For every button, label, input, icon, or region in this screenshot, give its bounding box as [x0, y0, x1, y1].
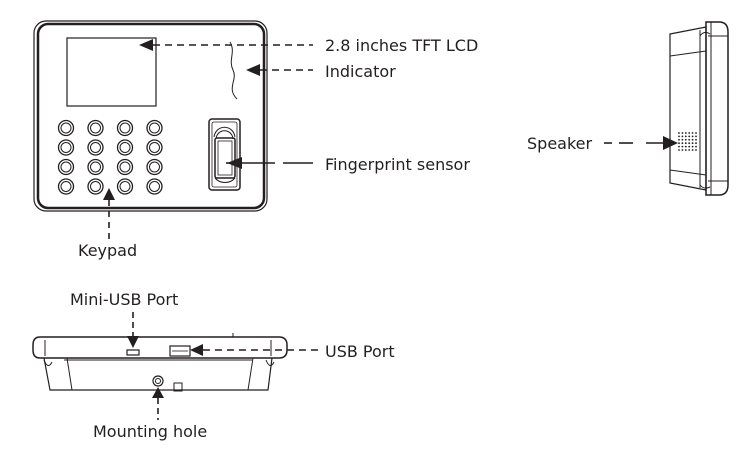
- lcd-screen: [66, 37, 157, 107]
- speaker-hole: [691, 145, 694, 148]
- arrow-icon: [139, 39, 153, 51]
- arrow-icon: [103, 188, 115, 200]
- callout-keypad: Keypad: [78, 188, 137, 260]
- speaker-hole: [681, 142, 684, 145]
- callout-indicator: Indicator: [246, 62, 396, 81]
- speaker-hole: [684, 145, 687, 148]
- mounting-hole: [152, 375, 164, 387]
- speaker-hole: [695, 149, 697, 151]
- callout-lcd: 2.8 inches TFT LCD: [139, 36, 478, 55]
- label-fingerprint: Fingerprint sensor: [325, 155, 470, 174]
- label-lcd: 2.8 inches TFT LCD: [325, 36, 478, 55]
- callout-mounting-hole: Mounting hole: [93, 387, 207, 441]
- callout-speaker: Speaker: [527, 134, 678, 153]
- keypad-button: [146, 119, 163, 137]
- speaker-hole: [688, 135, 691, 138]
- speaker-grille: [678, 132, 697, 151]
- label-mounting-hole: Mounting hole: [93, 422, 207, 441]
- keypad-button: [116, 139, 134, 156]
- device-outer-body: [33, 20, 268, 212]
- arrow-icon: [227, 157, 242, 169]
- arrow-icon: [127, 336, 139, 348]
- label-speaker: Speaker: [527, 134, 593, 153]
- keypad-button: [87, 178, 104, 195]
- bottom-view: Mini-USB Port USB Port Mounting hole: [32, 290, 395, 441]
- speaker-hole: [695, 142, 697, 145]
- speaker-hole: [691, 149, 694, 151]
- speaker-hole: [691, 138, 694, 141]
- device-inner-bezel: [36, 22, 266, 210]
- keypad-button: [146, 178, 163, 195]
- speaker-hole: [684, 132, 687, 134]
- speaker-hole: [681, 149, 684, 151]
- speaker-hole: [688, 149, 691, 151]
- arrow-icon: [152, 387, 164, 398]
- callout-mini-usb: Mini-USB Port: [70, 290, 178, 348]
- fingerprint-sensor: [208, 118, 241, 191]
- speaker-hole: [681, 145, 684, 148]
- speaker-hole: [678, 149, 680, 151]
- speaker-hole: [695, 135, 697, 138]
- speaker-hole: [684, 149, 687, 151]
- speaker-hole: [684, 135, 687, 138]
- label-keypad: Keypad: [78, 241, 137, 260]
- keypad-button: [116, 119, 134, 137]
- speaker-hole: [688, 142, 691, 145]
- keypad-button: [116, 178, 134, 195]
- speaker-hole: [681, 132, 684, 134]
- label-indicator: Indicator: [325, 62, 396, 81]
- keypad-button: [146, 139, 163, 156]
- speaker-hole: [691, 132, 694, 134]
- speaker-hole: [681, 135, 684, 138]
- keypad-button: [57, 178, 75, 195]
- keypad-button: [116, 158, 134, 176]
- keypad-button: [146, 158, 163, 176]
- label-mini-usb: Mini-USB Port: [70, 290, 178, 309]
- speaker-hole: [681, 138, 684, 141]
- front-view: 2.8 inches TFT LCD Indicator Fingerprint…: [33, 20, 478, 260]
- arrow-icon: [663, 136, 678, 150]
- speaker-hole: [695, 145, 697, 148]
- keypad-button: [87, 158, 104, 176]
- speaker-hole: [691, 135, 694, 138]
- speaker-hole: [684, 142, 687, 145]
- callout-fingerprint: Fingerprint sensor: [226, 155, 470, 174]
- speaker-hole: [695, 138, 697, 141]
- speaker-hole: [688, 132, 691, 134]
- speaker-hole: [691, 142, 694, 145]
- speaker-hole: [678, 138, 680, 141]
- keypad: [57, 119, 163, 195]
- callout-usb: USB Port: [190, 342, 395, 361]
- speaker-hole: [695, 132, 697, 134]
- keypad-button: [57, 139, 75, 156]
- indicator-light: [229, 41, 238, 100]
- mini-usb-port: [126, 349, 140, 356]
- keypad-button: [87, 139, 104, 156]
- speaker-hole: [678, 142, 680, 145]
- arrow-icon: [190, 344, 203, 356]
- side-view: Speaker: [527, 21, 729, 196]
- speaker-hole: [688, 138, 691, 141]
- speaker-hole: [684, 138, 687, 141]
- speaker-hole: [678, 145, 680, 148]
- usb-port: [169, 345, 191, 357]
- label-usb: USB Port: [325, 342, 395, 361]
- arrow-icon: [246, 64, 260, 76]
- keypad-button: [57, 158, 75, 176]
- speaker-hole: [688, 145, 691, 148]
- speaker-hole: [678, 135, 680, 138]
- speaker-hole: [678, 132, 680, 134]
- keypad-button: [87, 119, 104, 137]
- keypad-button: [57, 119, 75, 137]
